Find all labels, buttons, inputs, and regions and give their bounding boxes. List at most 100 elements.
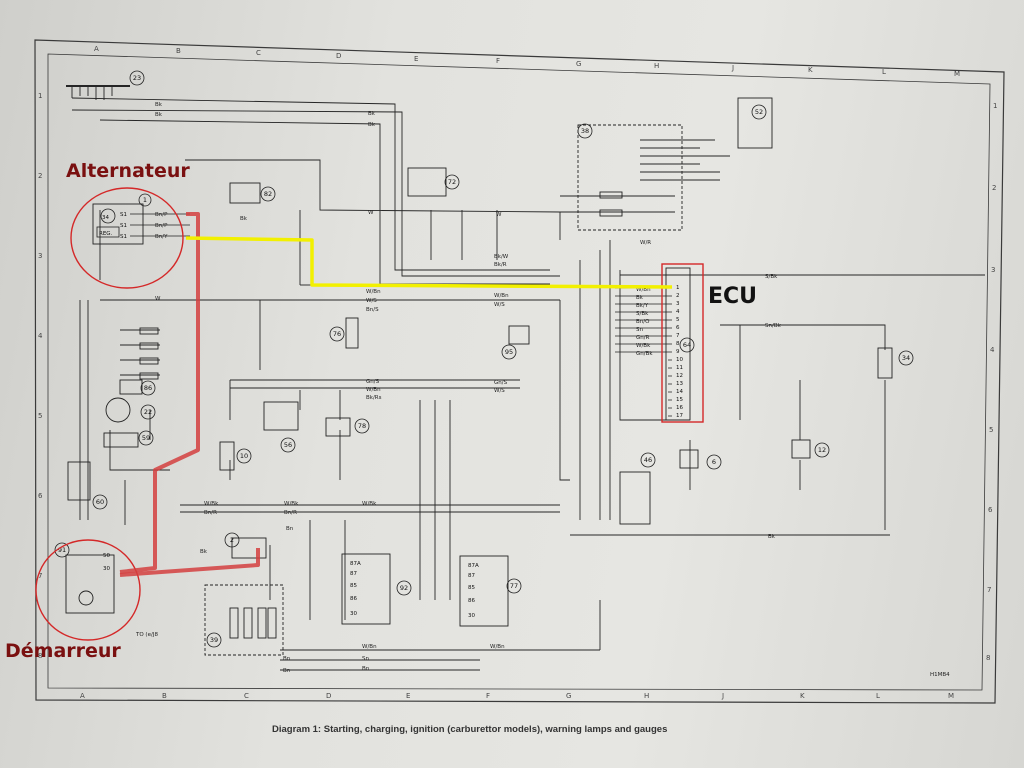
wire-label: W/Bk (204, 501, 219, 507)
label-c2: 2 (230, 536, 234, 544)
grid-row-label: 5 (989, 426, 993, 434)
wire-label: Gn/S (494, 380, 508, 386)
component-22-body (105, 397, 131, 423)
ecu-pin: 13 (676, 381, 683, 387)
grid-row-label: 1 (993, 102, 997, 110)
ecu-wire-label: Sn (636, 327, 643, 333)
starter-highlight-circle (35, 539, 141, 641)
ecu-pin: 9 (676, 349, 680, 355)
wire-label: Bk (240, 216, 248, 222)
grid-row-label: 6 (988, 506, 993, 514)
component-39-box (204, 584, 284, 656)
grid-row-label: 8 (38, 652, 42, 660)
label-c23: 23 (133, 74, 141, 82)
starter-terminal: 50 (103, 553, 110, 559)
label-c76: 76 (333, 330, 341, 338)
component-1-body (92, 203, 144, 245)
alternator-inner-top: 34 (102, 215, 109, 221)
component-number-labels: 23 52 38 82 72 1 76 95 64 34 86 22 59 56… (54, 70, 914, 648)
grid-col-label: E (414, 55, 418, 63)
ecu-pin: 8 (676, 341, 680, 347)
grid-row-label: 4 (990, 346, 995, 354)
ecu-wire-label: W/Bn (636, 287, 651, 293)
component-76-body (345, 317, 359, 349)
grid-col-label: E (406, 692, 410, 700)
wire-label: W/S (494, 388, 505, 394)
ecu-pin: 4 (676, 309, 680, 315)
ecu-pin: 17 (676, 413, 683, 419)
starter-annotation-label: Démarreur (5, 640, 121, 662)
relay-pin: 87A (350, 561, 361, 567)
wire-label: Bk (155, 112, 163, 118)
label-c12: 12 (818, 446, 826, 454)
alternator-terminal: S1 (120, 234, 127, 240)
component-2-body (231, 537, 267, 559)
alternator-annotation-label: Alternateur (66, 160, 190, 182)
ecu-pin: 1 (676, 285, 680, 291)
grid-row-label: 2 (38, 172, 42, 180)
label-c60: 60 (96, 498, 104, 506)
ecu-pin: 15 (676, 397, 683, 403)
component-60-body (67, 461, 91, 501)
ecu-wire-label: Gn/Bk (636, 351, 653, 357)
ecu-pin-labels: 1 2 3 4 5 6 7 8 9 10 11 12 13 14 15 16 1… (676, 285, 683, 419)
grid-col-label: A (80, 692, 85, 700)
ecu-pin-wires (615, 287, 672, 417)
label-c56: 56 (284, 441, 292, 449)
component-46-body (619, 471, 651, 525)
wire-label: Bn/R (204, 510, 217, 516)
label-c82: 82 (264, 190, 272, 198)
component-59-body (103, 432, 139, 448)
fuse-2 (599, 209, 623, 217)
ecu-pin: 2 (676, 293, 680, 299)
relay-pin: 87 (468, 573, 475, 579)
grid-col-label: F (496, 57, 500, 65)
drawing-reference: H1MB4 (930, 672, 950, 678)
starter-motor-symbol (78, 590, 94, 606)
relay-77-pins: 87A 87 85 86 30 (468, 563, 479, 619)
battery-cable-highlight (119, 212, 200, 574)
component-82-body (229, 182, 261, 204)
grid-col-label: D (336, 52, 341, 60)
grid-row-label: 7 (987, 586, 991, 594)
wire-label: Sn (362, 656, 369, 662)
component-95-body (508, 325, 530, 345)
grid-row-label: 8 (986, 654, 990, 662)
ecu-pin: 5 (676, 317, 680, 323)
alternator-inner-bottom: REG. (99, 231, 113, 237)
ecu-wire-label: S/Bk (636, 311, 649, 317)
component-12-body (791, 439, 811, 459)
wire-label: W (155, 296, 161, 302)
grid-col-label: C (244, 692, 249, 700)
ecu-pin: 12 (676, 373, 683, 379)
relay-pin: 30 (468, 613, 475, 619)
relay-pin: 86 (350, 596, 357, 602)
alternator-internals: 34 REG. S1 S1 S1 Bn/P Bn/P Bn/Y (96, 208, 168, 240)
wire-label: W/S (494, 302, 505, 308)
wire-label: W/Bn (494, 293, 509, 299)
wire-label: W/Bn (366, 387, 381, 393)
ecu-wire-label: Bk (636, 295, 644, 301)
wire-label: TO (e/J8 (135, 632, 158, 638)
grid-col-label: B (162, 692, 167, 700)
component-91-body (65, 554, 115, 614)
inner-frame (47, 53, 991, 691)
grid-col-label: K (808, 66, 813, 74)
wire-label: W/Bn (366, 289, 381, 295)
component-78-body (325, 417, 351, 437)
grid-col-label: J (731, 64, 734, 72)
grid-col-label: M (948, 692, 954, 700)
label-c77: 77 (510, 582, 518, 590)
grid-row-label: 7 (38, 572, 42, 580)
wire-label: W/Bk (284, 501, 299, 507)
component-77-body (459, 555, 509, 627)
grid-col-label: M (954, 70, 960, 78)
alternator-terminal: S1 (120, 223, 127, 229)
wire-label: Bk (368, 111, 376, 117)
grid-row-label: 6 (38, 492, 43, 500)
label-c6: 6 (712, 458, 716, 466)
label-c92: 92 (400, 584, 408, 592)
label-c78: 78 (358, 422, 366, 430)
grid-col-label: H (654, 62, 659, 70)
